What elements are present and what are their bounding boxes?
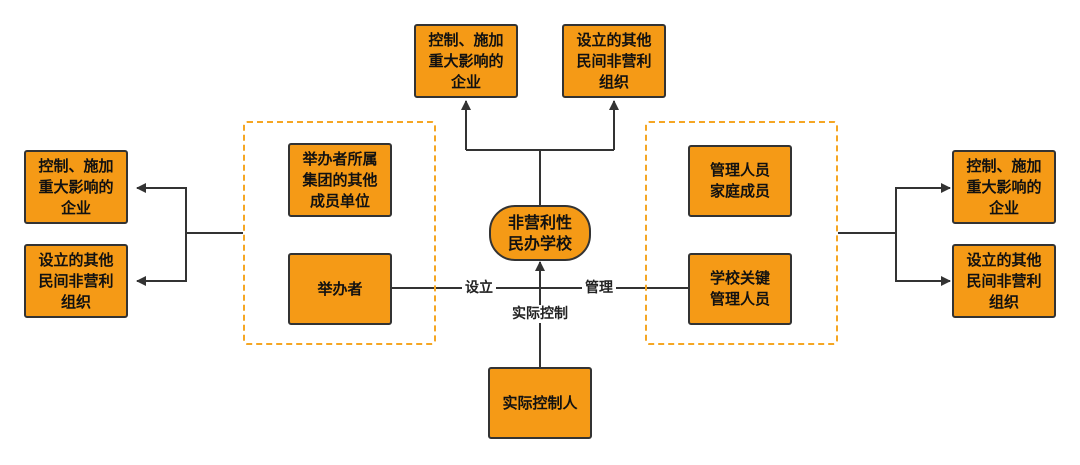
node-nonprofit-private-school: 非营利性 民办学校: [489, 205, 591, 261]
edge-label-manage: 管理: [582, 279, 616, 297]
edge-label-actual-control: 实际控制: [509, 305, 571, 323]
node-right-enterprise: 控制、施加 重大影响的 企业: [952, 150, 1056, 224]
node-left-nonprofit: 设立的其他 民间非营利 组织: [24, 244, 128, 318]
edge-right-group-branch: [838, 183, 951, 234]
node-management-family: 管理人员 家庭成员: [688, 145, 792, 217]
edge-left-group-branch-lower: [136, 233, 187, 286]
node-right-nonprofit: 设立的其他 民间非营利 组织: [952, 244, 1056, 318]
node-top-right-nonprofit: 设立的其他 民间非营利 组织: [562, 24, 666, 98]
node-founder: 举办者: [288, 253, 392, 325]
edge-label-establish: 设立: [462, 279, 496, 297]
node-actual-controller: 实际控制人: [488, 367, 592, 439]
management-group-box: [645, 121, 838, 345]
node-key-management: 学校关键 管理人员: [688, 253, 792, 325]
node-top-left-enterprise: 控制、施加 重大影响的 企业: [414, 24, 518, 98]
edge-right-group-branch-lower: [895, 233, 951, 286]
node-group-affiliates: 举办者所属 集团的其他 成员单位: [288, 143, 392, 217]
node-left-enterprise: 控制、施加 重大影响的 企业: [24, 150, 128, 224]
founder-group-box: [243, 121, 436, 345]
edge-left-group-branch: [136, 183, 243, 234]
